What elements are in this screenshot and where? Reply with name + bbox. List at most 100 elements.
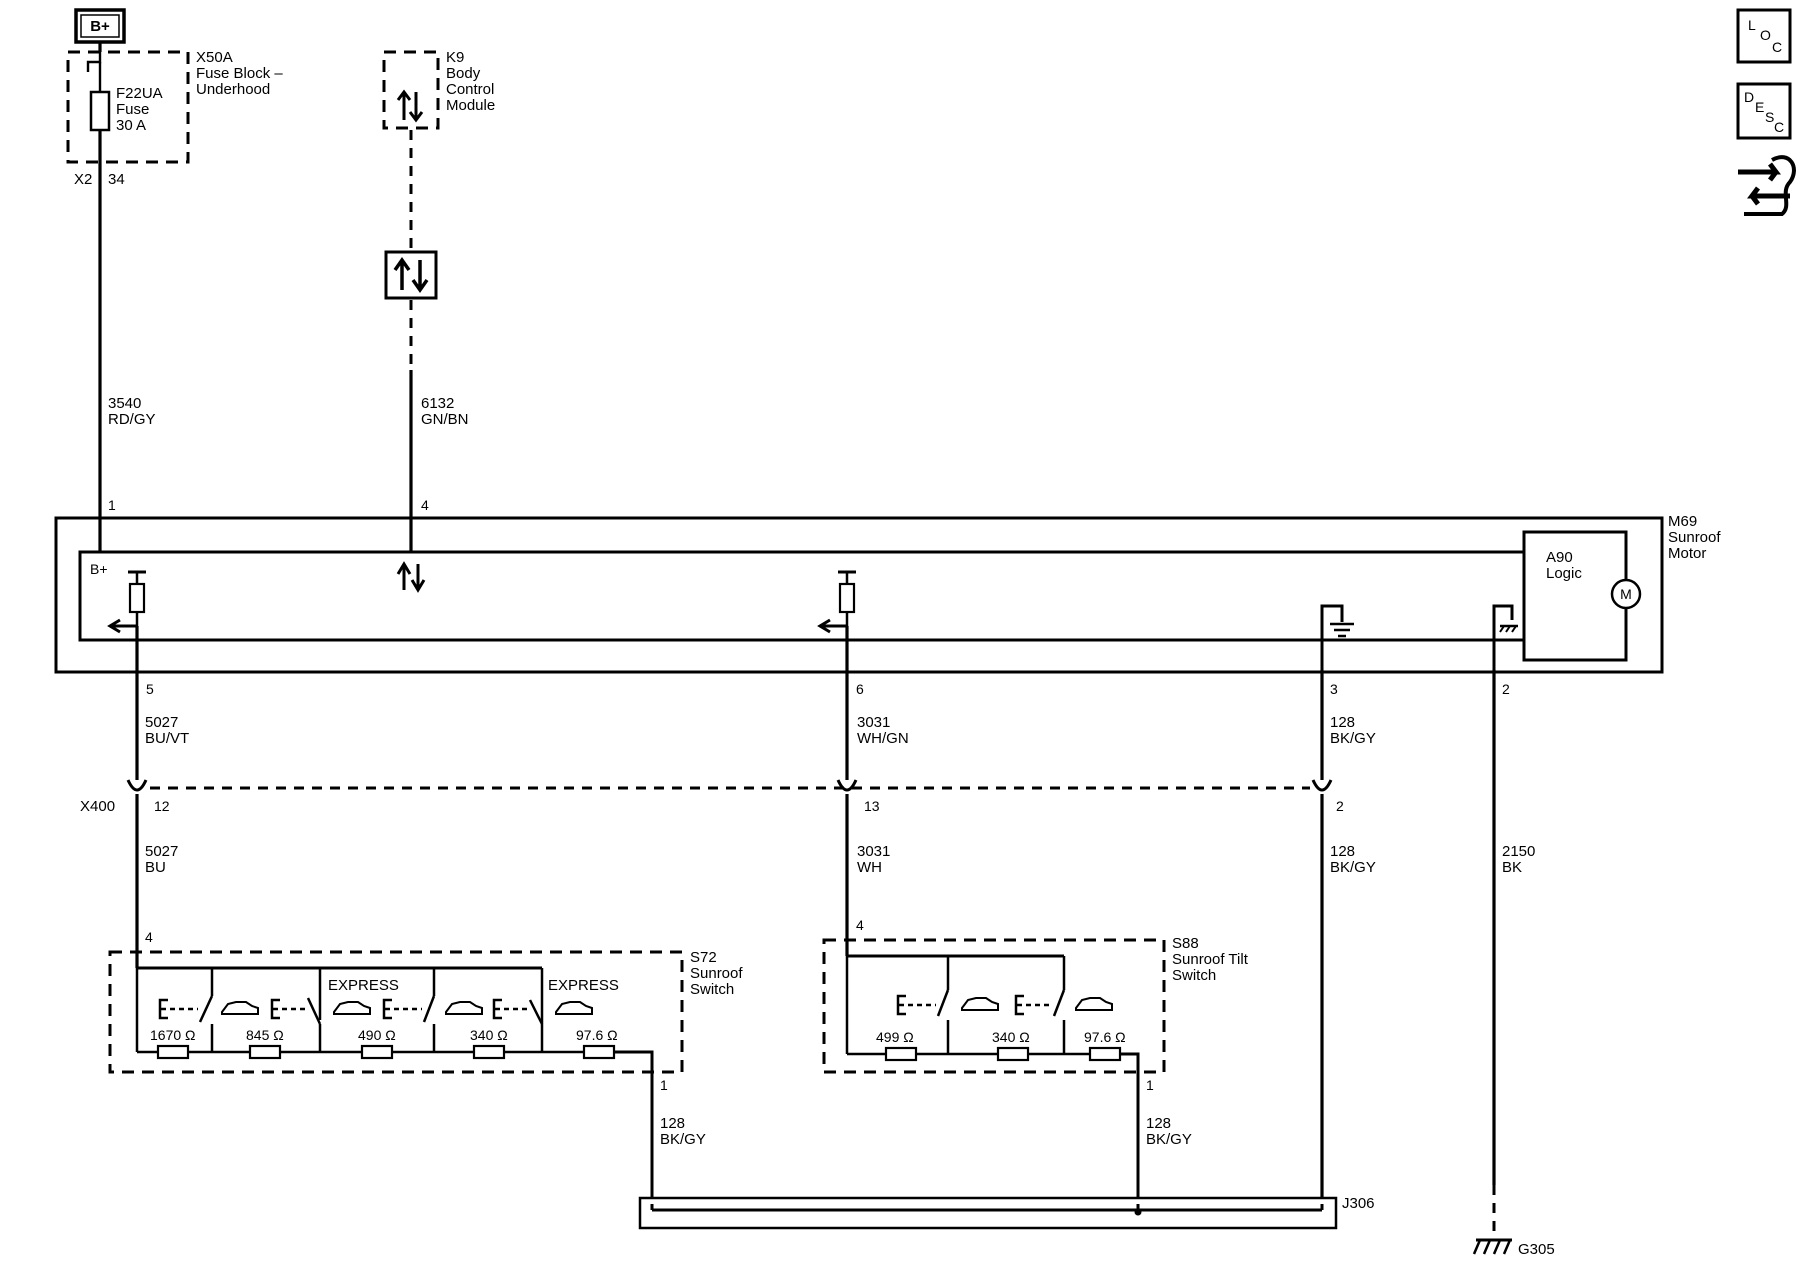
express-label-1: EXPRESS bbox=[328, 977, 399, 994]
motor-pin-3: 3 bbox=[1330, 681, 1338, 697]
signal-ground-symbol bbox=[1320, 604, 1354, 670]
power-label: B+ bbox=[90, 18, 110, 35]
power-source: B+ bbox=[74, 8, 126, 44]
wire-5027-upper-number: 5027 bbox=[145, 714, 178, 731]
chassis-ground-symbol bbox=[1492, 604, 1518, 670]
fuse-block-connector: X2 bbox=[74, 171, 92, 188]
bcm-desc-3: Module bbox=[446, 97, 495, 114]
motor-pin-4: 4 bbox=[421, 497, 429, 513]
wire-6132-number: 6132 bbox=[421, 395, 454, 412]
s72-resistor-845: 845 Ω bbox=[246, 1027, 284, 1043]
desc-button[interactable]: D E S C bbox=[1736, 82, 1792, 140]
s72-resistor-340: 340 Ω bbox=[470, 1027, 508, 1043]
bcm-desc-2: Control bbox=[446, 81, 494, 98]
s88-pin-4: 4 bbox=[856, 917, 864, 933]
wire-128-s72-color: BK/GY bbox=[660, 1131, 706, 1148]
wire-128-s72-number: 128 bbox=[660, 1115, 685, 1132]
loc-button[interactable]: L O C bbox=[1736, 8, 1792, 64]
motor-pin-1: 1 bbox=[108, 497, 116, 513]
fuse-block-desc-2: Underhood bbox=[196, 81, 270, 98]
logic-module-name: A90 bbox=[1546, 549, 1573, 566]
s72-resistor-1670: 1670 Ω bbox=[150, 1027, 196, 1043]
pullup-resistor-input-6 bbox=[817, 570, 856, 634]
sunroof-tilt-switch-s88: 4 S88 Sunroof Tilt Switch 499 Ω 340 Ω 97… bbox=[822, 917, 1249, 1214]
fuse-block-x50a: F22UA Fuse 30 A X50A Fuse Block – Underh… bbox=[66, 49, 283, 188]
wire-3540-color: RD/GY bbox=[108, 411, 156, 428]
wire-128-s88-number: 128 bbox=[1146, 1115, 1171, 1132]
s88-resistor-340: 340 Ω bbox=[992, 1029, 1030, 1045]
serial-data-symbol bbox=[384, 250, 438, 300]
wire-2150-number: 2150 bbox=[1502, 843, 1535, 860]
wire-5027-lower-number: 5027 bbox=[145, 843, 178, 860]
motor-name: M69 bbox=[1668, 513, 1697, 530]
ground-name: G305 bbox=[1518, 1241, 1555, 1258]
desc-letter-s: S bbox=[1765, 109, 1774, 125]
splice-pack-j306: J306 bbox=[638, 1195, 1375, 1230]
s88-desc-1: Sunroof Tilt bbox=[1172, 951, 1249, 968]
wire-3031-upper-color: WH/GN bbox=[857, 730, 909, 747]
s88-resistor-499: 499 Ω bbox=[876, 1029, 914, 1045]
wire-3031-upper-number: 3031 bbox=[857, 714, 890, 731]
s88-resistor-97-6: 97.6 Ω bbox=[1084, 1029, 1126, 1045]
sunroof-switch-s72: 4 S72 Sunroof Switch bbox=[108, 929, 743, 1214]
fuse-type: Fuse bbox=[116, 101, 149, 118]
fuse-block-pin: 34 bbox=[108, 171, 125, 188]
wire-128-s88-color: BK/GY bbox=[1146, 1131, 1192, 1148]
s72-resistor-490: 490 Ω bbox=[358, 1027, 396, 1043]
wire-2150-color: BK bbox=[1502, 859, 1522, 876]
splice-name: J306 bbox=[1342, 1195, 1375, 1212]
wire-5027-lower-color: BU bbox=[145, 859, 166, 876]
desc-letter-c: C bbox=[1774, 119, 1784, 135]
wire-5027-upper-color: BU/VT bbox=[145, 730, 189, 747]
motor-pin-6: 6 bbox=[856, 681, 864, 697]
s72-pin-1: 1 bbox=[660, 1077, 668, 1093]
motor-pin-5: 5 bbox=[146, 681, 154, 697]
ground-g305: G305 bbox=[1472, 1238, 1555, 1258]
s88-name: S88 bbox=[1172, 935, 1199, 952]
loc-letter-c: C bbox=[1772, 39, 1782, 55]
body-control-module-k9: K9 Body Control Module bbox=[382, 49, 495, 130]
wire-128-upper-color: BK/GY bbox=[1330, 730, 1376, 747]
motor-bplus-label: B+ bbox=[90, 561, 108, 577]
wire-3031-lower-color: WH bbox=[857, 859, 882, 876]
s72-desc-1: Sunroof bbox=[690, 965, 743, 982]
express-label-2: EXPRESS bbox=[548, 977, 619, 994]
wire-3540-number: 3540 bbox=[108, 395, 141, 412]
wire-6132-color: GN/BN bbox=[421, 411, 469, 428]
wire-128-lower-color: BK/GY bbox=[1330, 859, 1376, 876]
x400-pin-13: 13 bbox=[864, 798, 880, 814]
motor-pin-2: 2 bbox=[1502, 681, 1510, 697]
wire-128-upper-number: 128 bbox=[1330, 714, 1355, 731]
sunroof-tilt-icon bbox=[961, 997, 1113, 1011]
sunroof-motor-m69: M A90 Logic M69 Sunroof Motor B+ bbox=[54, 513, 1721, 674]
loc-letter-o: O bbox=[1760, 27, 1771, 43]
fuse-block-desc-1: Fuse Block – bbox=[196, 65, 283, 82]
connector-end-view-icon[interactable] bbox=[1738, 155, 1796, 216]
bcm-name: K9 bbox=[446, 49, 464, 66]
logic-module-desc: Logic bbox=[1546, 565, 1582, 582]
inline-connector-x400: X400 12 13 2 bbox=[80, 779, 1344, 815]
fuse-rating: 30 A bbox=[116, 117, 146, 134]
desc-letter-e: E bbox=[1755, 99, 1764, 115]
x400-name: X400 bbox=[80, 798, 115, 815]
s72-desc-2: Switch bbox=[690, 981, 734, 998]
motor-desc-1: Sunroof bbox=[1668, 529, 1721, 546]
x400-pin-2: 2 bbox=[1336, 798, 1344, 814]
fuse-name: F22UA bbox=[116, 85, 163, 102]
motor-symbol: M bbox=[1620, 586, 1632, 602]
wire-3031-lower-number: 3031 bbox=[857, 843, 890, 860]
sunroof-open-icon bbox=[221, 1001, 593, 1015]
s88-desc-2: Switch bbox=[1172, 967, 1216, 984]
desc-letter-d: D bbox=[1744, 89, 1754, 105]
wire-128-lower-number: 128 bbox=[1330, 843, 1355, 860]
s72-pin-4: 4 bbox=[145, 929, 153, 945]
motor-desc-2: Motor bbox=[1668, 545, 1706, 562]
loc-letter-l: L bbox=[1748, 17, 1756, 33]
pullup-resistor-input-5 bbox=[107, 570, 146, 634]
x400-pin-12: 12 bbox=[154, 798, 170, 814]
fuse-block-name: X50A bbox=[196, 49, 233, 66]
s72-name: S72 bbox=[690, 949, 717, 966]
s88-pin-1: 1 bbox=[1146, 1077, 1154, 1093]
s72-resistor-97-6: 97.6 Ω bbox=[576, 1027, 618, 1043]
